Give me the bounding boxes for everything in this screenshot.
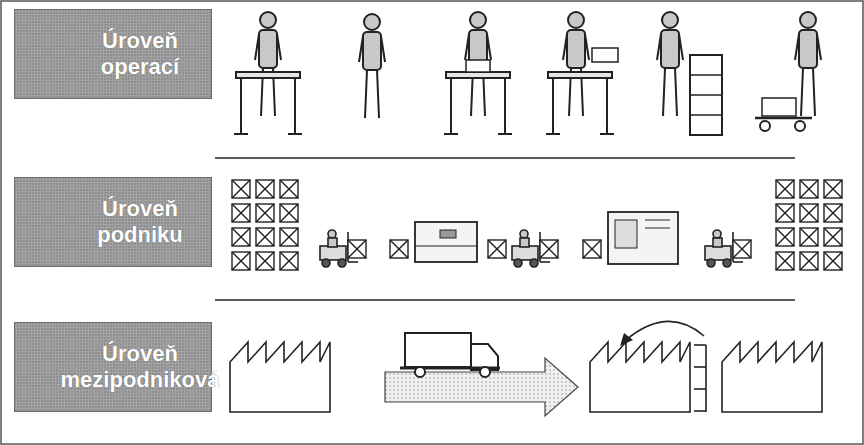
level-label: Úroveň mezipodniková: [61, 341, 220, 393]
level-box: Úroveň operací: [14, 9, 212, 99]
level-label: Úroveň operací: [77, 28, 203, 80]
level-label: Úroveň podniku: [77, 196, 203, 248]
level-box: Úroveň podniku: [14, 177, 212, 267]
level-box: Úroveň mezipodniková: [14, 322, 212, 412]
